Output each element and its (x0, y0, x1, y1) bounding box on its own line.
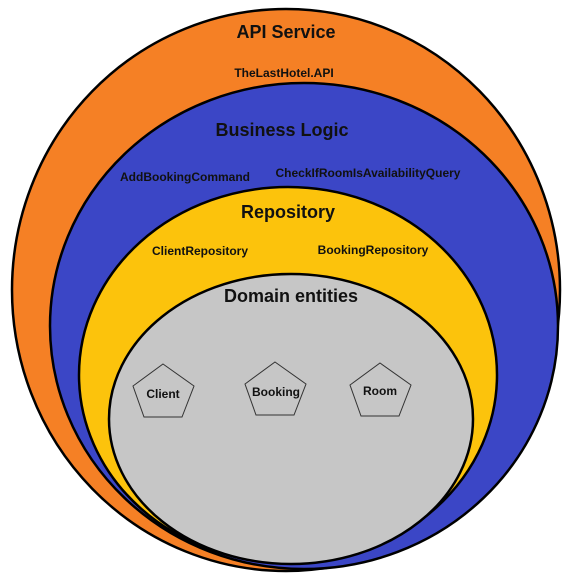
layer-domain-entities: Domain entities Client Booking Room (107, 272, 475, 566)
entity-booking: Booking (244, 361, 307, 416)
business-logic-title: Business Logic (215, 120, 348, 140)
entity-booking-label: Booking (252, 385, 300, 399)
client-repository-label: ClientRepository (152, 244, 248, 258)
entity-room-label: Room (363, 384, 397, 398)
entity-room: Room (349, 362, 412, 417)
entity-room-pentagon (349, 362, 412, 417)
add-booking-command-label: AddBookingCommand (120, 170, 250, 184)
repository-title: Repository (241, 202, 335, 222)
entity-client-pentagon (132, 363, 195, 418)
api-service-title: API Service (236, 22, 335, 42)
booking-repository-label: BookingRepository (318, 243, 429, 257)
entity-client: Client (132, 363, 195, 418)
domain-entities-title: Domain entities (224, 286, 358, 306)
entity-booking-pentagon (244, 361, 307, 416)
api-project-label: TheLastHotel.API (234, 66, 333, 80)
entity-client-label: Client (146, 387, 179, 401)
check-room-availability-query-label: CheckIfRoomIsAvailabilityQuery (276, 166, 461, 180)
domain-entities-ellipse (107, 272, 475, 566)
